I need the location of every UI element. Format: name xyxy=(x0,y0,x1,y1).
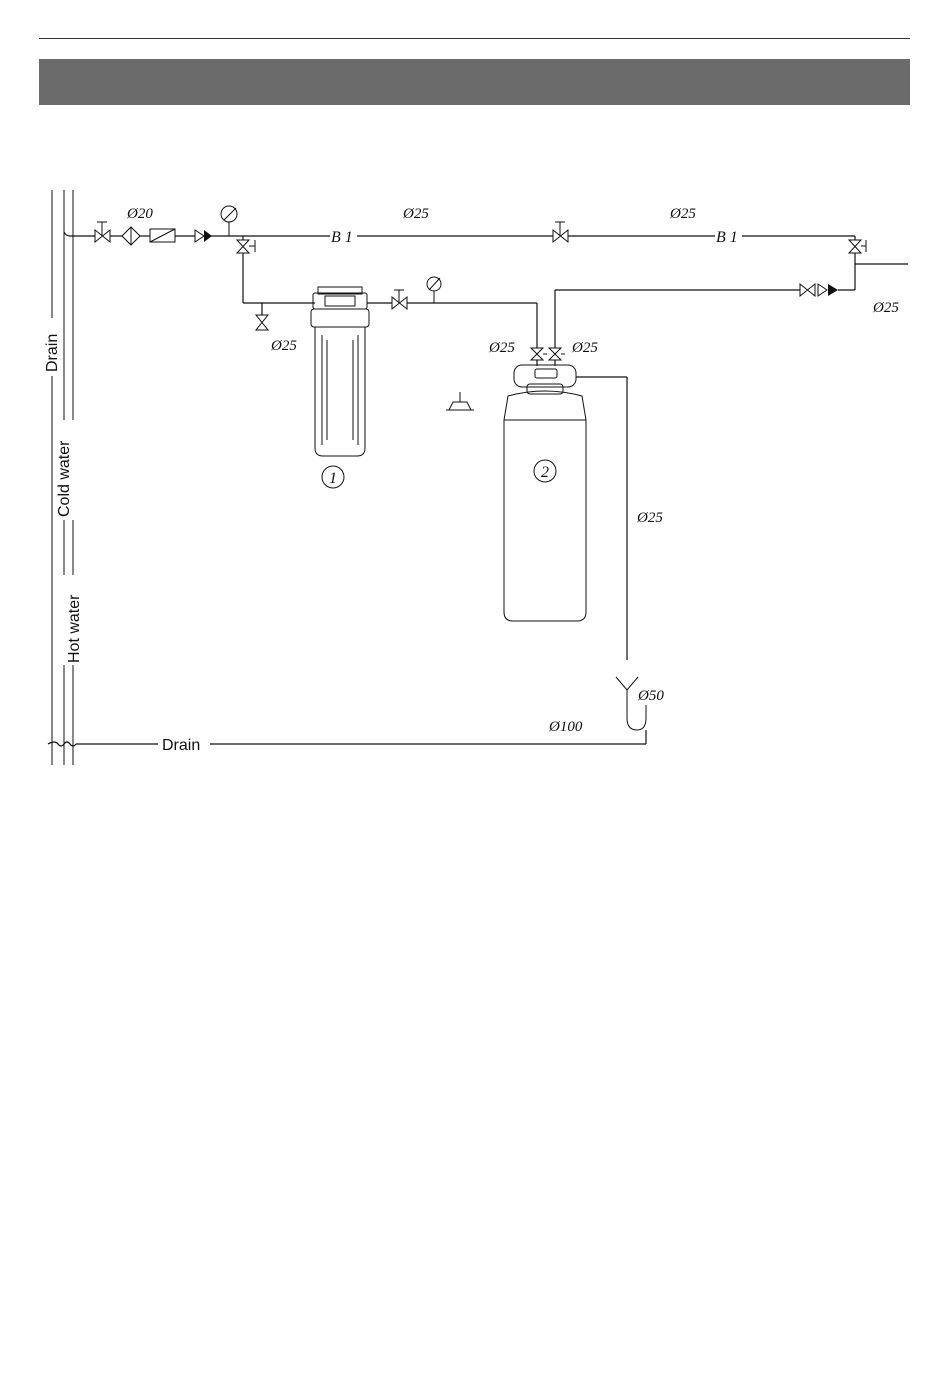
main-supply-line xyxy=(64,232,908,290)
dim-drain-line: Ø25 xyxy=(636,510,663,526)
dim-main-1: Ø25 xyxy=(402,206,429,222)
dim-branch-filter: Ø25 xyxy=(270,338,297,354)
dim-softener-out: Ø25 xyxy=(571,340,598,356)
filter-branch xyxy=(237,236,537,330)
drain-riser-label: Drain xyxy=(44,334,61,372)
dim-main-2: Ø25 xyxy=(669,206,696,222)
bypass-label-right: B 1 xyxy=(716,229,738,246)
pressure-reducer-icon xyxy=(150,229,175,242)
hot-water-riser-label: Hot water xyxy=(66,594,83,663)
filter-number: 1 xyxy=(329,470,337,487)
dim-softener-in: Ø25 xyxy=(488,340,515,356)
riser-labels: Drain Cold water Hot water xyxy=(42,318,83,665)
bottom-drain-line xyxy=(48,742,646,746)
water-softener xyxy=(504,365,586,621)
strainer-icon xyxy=(122,227,140,245)
cold-water-riser-label: Cold water xyxy=(56,440,73,517)
sediment-filter xyxy=(311,287,369,456)
check-valve-icon xyxy=(195,230,212,242)
dim-outlet-right: Ø25 xyxy=(872,300,899,316)
softener-number: 2 xyxy=(541,464,549,481)
bottom-drain-label: Drain xyxy=(162,737,200,754)
bypass-label-left: B 1 xyxy=(331,229,353,246)
ground-icon xyxy=(446,392,474,410)
outlet-isolation-valve-icon xyxy=(849,240,866,253)
dim-sewer: Ø100 xyxy=(548,719,583,735)
bypass-valve-icon xyxy=(553,222,568,242)
dim-inlet: Ø20 xyxy=(126,206,153,222)
dim-funnel: Ø50 xyxy=(637,688,664,704)
inlet-valve-icon xyxy=(95,222,110,242)
pressure-gauge-icon xyxy=(221,206,237,236)
